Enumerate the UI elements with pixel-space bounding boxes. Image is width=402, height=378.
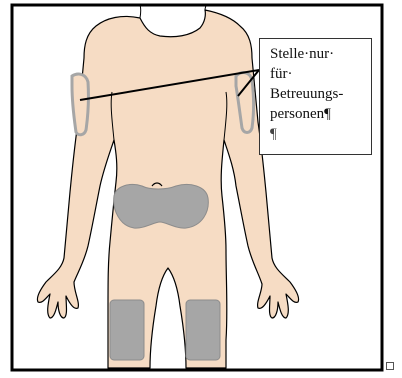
injection-area-upper-arm-left: [72, 74, 88, 135]
caregiver-only-callout: Stelle·nur· für· Betreuungs- personen¶ ¶: [259, 38, 372, 155]
injection-area-thigh-right: [186, 300, 220, 360]
callout-line-1: Stelle·nur·: [270, 44, 365, 64]
corner-anchor-marker: [386, 362, 394, 370]
callout-line-2: für·: [270, 64, 365, 84]
callout-line-3: Betreuungs-: [270, 84, 365, 104]
injection-area-thigh-left: [110, 300, 144, 360]
callout-line-4: personen¶: [270, 104, 365, 124]
callout-end-mark: ¶: [270, 124, 365, 144]
injection-area-abdomen: [114, 184, 209, 228]
